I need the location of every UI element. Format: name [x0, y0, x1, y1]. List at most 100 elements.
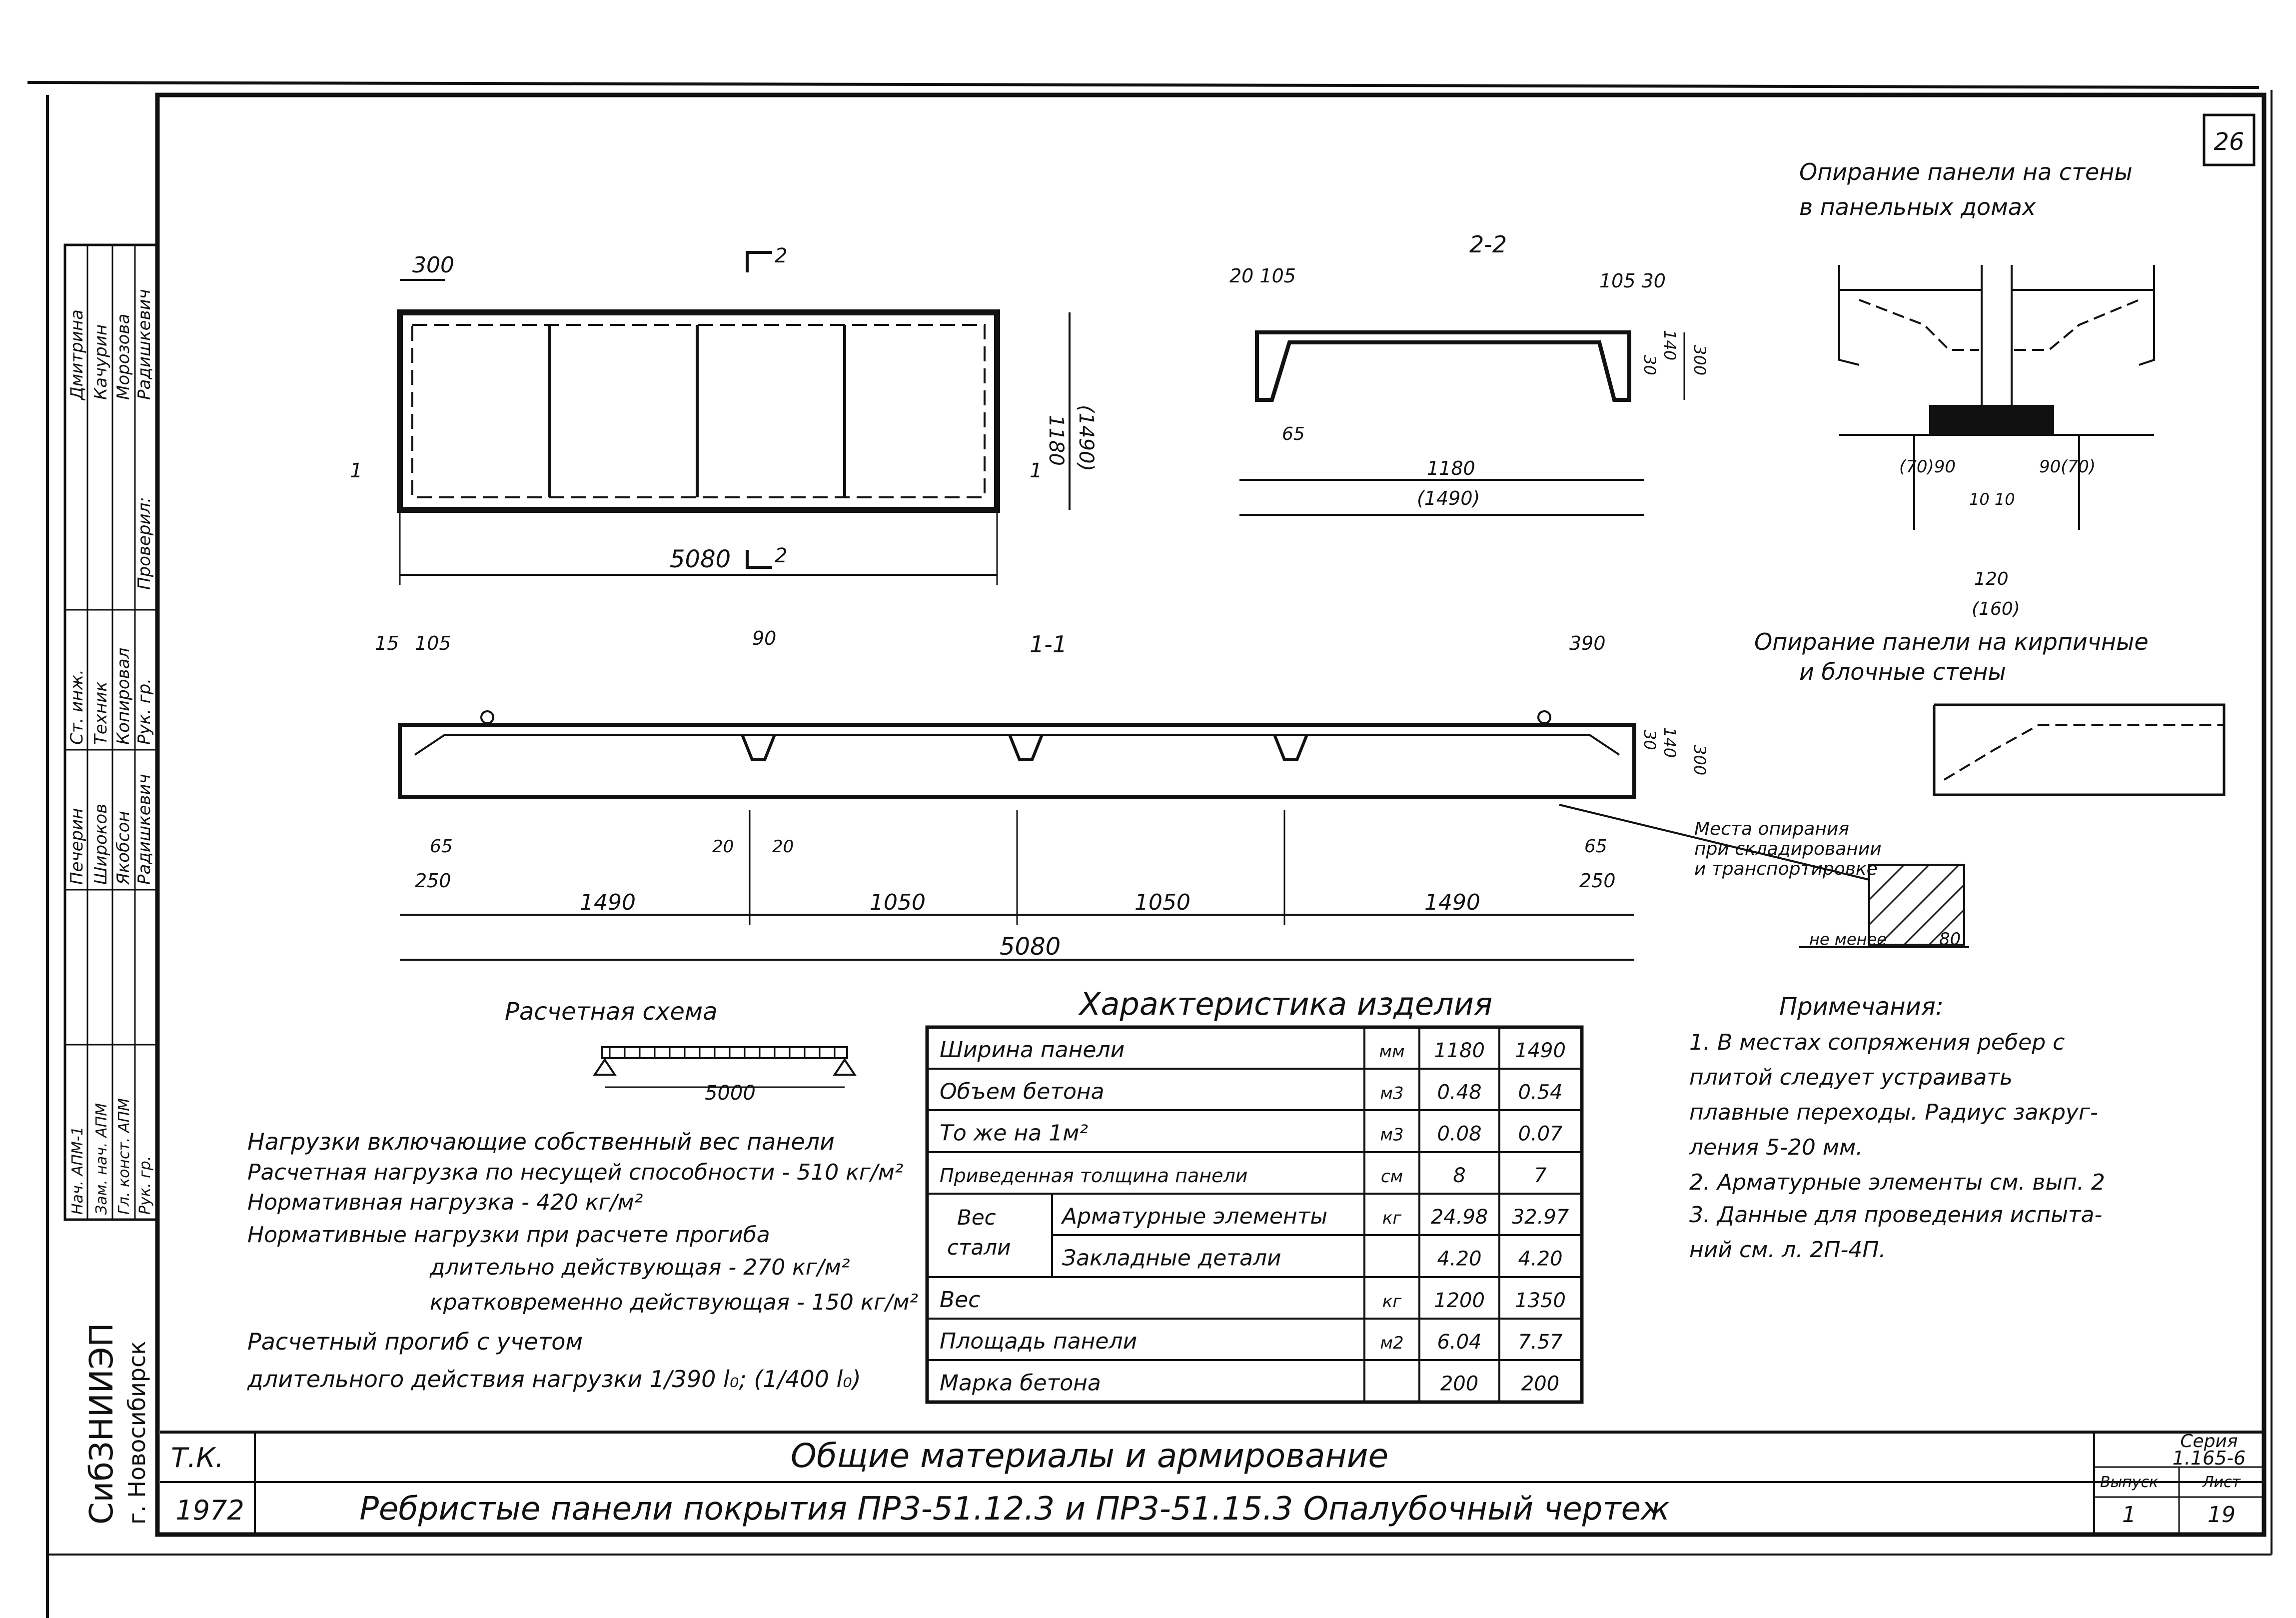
calc-line-6: кратковременно действующая - 150 кг/м² — [430, 1290, 918, 1315]
table-cell-unit: м2 — [1380, 1333, 1403, 1353]
lifting-note-1: Места опирания — [1694, 819, 1849, 839]
stamp-name2-1: Дмитрина — [67, 309, 87, 401]
calc-line-4: Нормативные нагрузки при расчете прогиба — [247, 1222, 770, 1248]
note-line-1: 1. В местах сопряжения ребер с — [1689, 1030, 2065, 1055]
support-panel-walls: Опирание панели на стены в панельных дом… — [1799, 158, 2155, 619]
table-group-label-1: Вес — [957, 1205, 996, 1230]
table-cell-v1: 4.20 — [1437, 1248, 1481, 1271]
section11-d250-right: 250 — [1579, 870, 1616, 892]
plan-section-mark-bottom: 2 — [775, 544, 787, 567]
sheet-number: 26 — [2214, 128, 2244, 156]
table-cell-unit: кг — [1382, 1208, 1402, 1228]
support-walls-title-2: в панельных домах — [1799, 193, 2036, 220]
support-brick-title-1: Опирание панели на кирпичные — [1754, 628, 2149, 655]
note-line-4: ления 5-20 мм. — [1689, 1135, 1863, 1160]
section11-d20b: 20 — [772, 837, 794, 857]
stamp-role2-4: Рук. гр. — [134, 678, 154, 745]
table-cell-v2: 0.07 — [1518, 1123, 1563, 1146]
section11-d15: 15 — [375, 632, 399, 654]
section11-d65-left: 65 — [430, 836, 453, 857]
section11-total: 5080 — [1000, 933, 1061, 961]
support-walls-d5: (160) — [1972, 599, 2020, 619]
section11-d250-left: 250 — [415, 870, 451, 892]
table-cell-label: Арматурные элементы — [1061, 1204, 1327, 1229]
table-cell-label: Ширина панели — [940, 1037, 1125, 1063]
title-line-1: Общие материалы и армирование — [791, 1437, 1388, 1475]
calc-line-1: Нагрузки включающие собственный вес пане… — [247, 1128, 835, 1155]
table-cell-label: То же на 1м² — [940, 1121, 1088, 1146]
table-cell-v2: 7.57 — [1518, 1331, 1563, 1354]
table-cell-v1: 0.48 — [1437, 1081, 1481, 1104]
calc-title: Расчетная схема — [505, 998, 717, 1026]
section-2-2: 2-2 20 105 105 30 30 140 300 65 1180 (14… — [1229, 231, 1709, 516]
stamp-role2-2: Техник — [91, 681, 111, 745]
section22-d30: 30 — [1640, 355, 1659, 375]
section11-seg4: 1490 — [1424, 890, 1480, 915]
org-name: СибЗНИИЭП — [83, 1323, 120, 1525]
support-walls-d4: 120 — [1974, 569, 2009, 589]
table-cell-v1: 1200 — [1434, 1289, 1485, 1312]
stamp-role2-1: Ст. инж. — [67, 669, 87, 745]
table-cell-v2: 0.54 — [1518, 1081, 1562, 1104]
lifting-note-3: и транспортировке — [1694, 859, 1878, 879]
section22-d300: 300 — [1690, 345, 1709, 375]
issue-value: 1 — [2122, 1502, 2136, 1528]
title-block: Т.К. 1972 Общие материалы и армирование … — [171, 1431, 2246, 1528]
plan-cut-mark-left: 1 — [350, 459, 362, 482]
section11-seg3: 1050 — [1135, 890, 1190, 915]
table-cell-v1: 8 — [1453, 1164, 1465, 1187]
table-cell-unit: см — [1381, 1167, 1403, 1187]
sheet-number-box: 26 — [2203, 113, 2256, 166]
stamp-role-5: Рук. гр. — [136, 1156, 154, 1215]
table-title: Характеристика изделия — [1078, 986, 1492, 1022]
section11-d140: 140 — [1660, 727, 1679, 758]
table-cell-v2: 32.97 — [1512, 1206, 1569, 1229]
table-cell-v2: 4.20 — [1518, 1248, 1562, 1271]
stamp-role2-3: Копировал — [113, 648, 133, 745]
section11-d30: 30 — [1640, 730, 1659, 750]
section11-d90: 90 — [752, 627, 776, 649]
issue-label: Выпуск — [2100, 1474, 2158, 1491]
stamp-role-1: Нач. АПМ-1 — [69, 1126, 86, 1215]
calc-line-7: Расчетный прогиб с учетом — [247, 1328, 583, 1355]
stamp-checked: Проверил: — [134, 497, 154, 590]
support-walls-title-1: Опирание панели на стены — [1799, 158, 2133, 185]
support-brick-title-2: и блочные стены — [1799, 658, 2006, 685]
plan-dim-edge: 300 — [412, 252, 454, 278]
table-cell-unit: м3 — [1380, 1083, 1403, 1103]
note-line-7: ний см. л. 2П-4П. — [1689, 1237, 1886, 1263]
section22-dim-right: 105 30 — [1599, 270, 1666, 292]
table-cell-v2: 200 — [1521, 1372, 1559, 1395]
support-brick-d1: не менее — [1809, 930, 1887, 949]
table-cell-v1: 6.04 — [1437, 1331, 1481, 1354]
table-cell-label: Вес — [940, 1287, 980, 1313]
section11-title: 1-1 — [1030, 631, 1067, 658]
table-cell-v1: 24.98 — [1431, 1206, 1488, 1229]
section11-seg2: 1050 — [870, 890, 926, 915]
calc-span: 5000 — [705, 1082, 756, 1105]
stamp-role-3: Гл. конст. АПМ — [115, 1098, 133, 1215]
left-stamp: Нач. АПМ-1 Зам. нач. АПМ Гл. конст. АПМ … — [63, 243, 159, 1525]
table-cell-label: Закладные детали — [1062, 1246, 1281, 1271]
support-walls-d1: (70)90 — [1899, 457, 1956, 477]
plan-width-alt: (1490) — [1075, 405, 1098, 471]
section22-title: 2-2 — [1469, 231, 1507, 258]
plan-length: 5080 — [670, 545, 731, 573]
table-cell-v1: 0.08 — [1437, 1123, 1481, 1146]
table-cell-label: Марка бетона — [940, 1370, 1101, 1396]
note-line-6: 3. Данные для проведения испыта- — [1689, 1202, 2102, 1228]
table-group-label-2: стали — [947, 1235, 1011, 1260]
table-cell-v2: 7 — [1534, 1164, 1547, 1187]
section11-d65-right: 65 — [1584, 836, 1607, 857]
table-cell-v2: 1350 — [1515, 1289, 1566, 1312]
brick-hatch — [1868, 864, 1965, 946]
support-brick-walls: Опирание панели на кирпичные и блочные с… — [1754, 628, 2226, 949]
title-line-2: Ребристые панели покрытия ПР3-51.12.3 и … — [359, 1491, 1670, 1528]
section11-seg1: 1490 — [580, 890, 636, 915]
stamp-name-1: Печерин — [67, 808, 87, 885]
section11-d300: 300 — [1690, 745, 1709, 775]
support-walls-d2: 90(70) — [2039, 457, 2096, 477]
stamp-name-2: Широков — [91, 804, 111, 885]
table-cell-label: Площадь панели — [940, 1329, 1137, 1354]
